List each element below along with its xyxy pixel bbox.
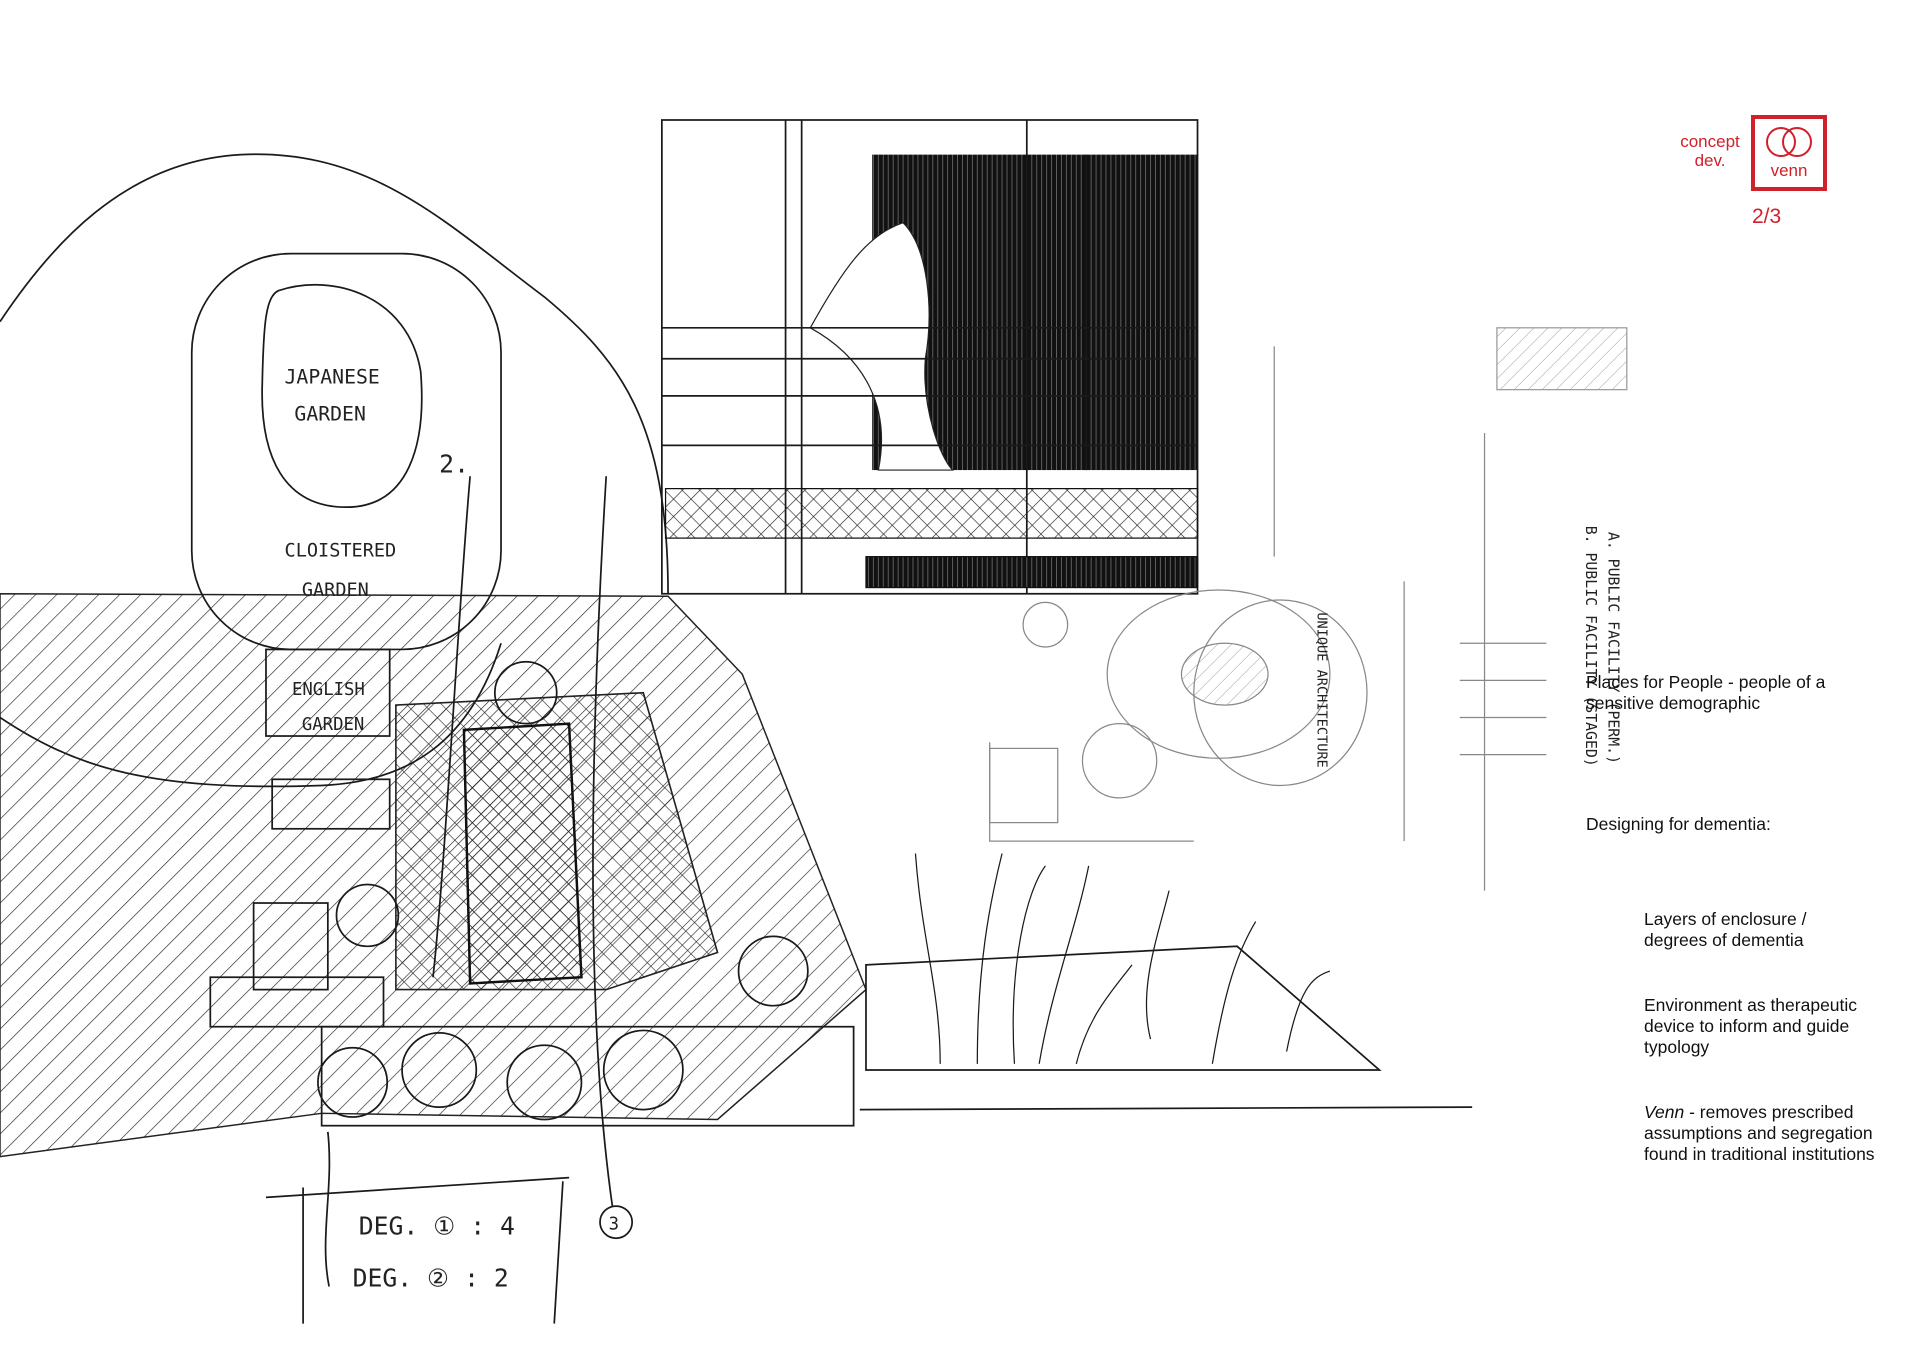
label-japanese-1: JAPANESE xyxy=(285,365,380,388)
point-venn: Venn - removes prescribed assumptions an… xyxy=(1644,1102,1884,1165)
label-cloister-1: CLOISTERED xyxy=(285,541,397,562)
page-indicator: 2/3 xyxy=(1752,205,1782,228)
site-plan-sketch: 3 2. JAPANESE GARDEN CLOISTERED GARDEN E… xyxy=(0,153,867,1324)
logo-word: venn xyxy=(1770,161,1808,180)
degree-2-count: DEG. ② : 2 xyxy=(353,1263,509,1292)
venn-term: Venn xyxy=(1644,1102,1685,1122)
note-unique-architecture: UNIQUE ARCHITECTURE xyxy=(1314,612,1330,767)
concept-label-line1: concept xyxy=(1680,132,1740,151)
note-public-b: B. PUBLIC FACILITY (STAGED) xyxy=(1582,526,1599,767)
point-environment: Environment as therapeutic device to inf… xyxy=(1644,995,1858,1057)
venn-description: - removes prescribed assumptions and seg… xyxy=(1644,1102,1875,1164)
point-layers: Layers of enclosure / degrees of dementi… xyxy=(1644,909,1807,950)
venn-circles-icon xyxy=(1766,127,1812,157)
degree-1-count: DEG. ① : 4 xyxy=(359,1212,515,1241)
window-elevation-sketch xyxy=(660,119,1199,595)
planting-section-sketch xyxy=(859,853,1473,1111)
intro-text: Places for People - people of a sensitiv… xyxy=(1586,672,1826,713)
marker-3: 3 xyxy=(609,1215,619,1235)
concept-dev-label: concept dev. xyxy=(1670,132,1750,170)
venn-logo: venn xyxy=(1751,115,1827,191)
section-heading: Designing for dementia: xyxy=(1586,814,1771,834)
pencil-diagrams: A. PUBLIC FACILITY (PERM.) B. PUBLIC FAC… xyxy=(989,327,1628,891)
label-cloister-2: GARDEN xyxy=(302,580,369,601)
note-public-a: A. PUBLIC FACILITY (PERM.) xyxy=(1604,532,1621,764)
label-english-2: GARDEN xyxy=(302,715,364,735)
label-japanese-2: GARDEN xyxy=(294,403,365,426)
concept-label-line2: dev. xyxy=(1694,151,1726,170)
label-english-1: ENGLISH xyxy=(292,680,365,700)
marker-2: 2. xyxy=(439,450,469,479)
